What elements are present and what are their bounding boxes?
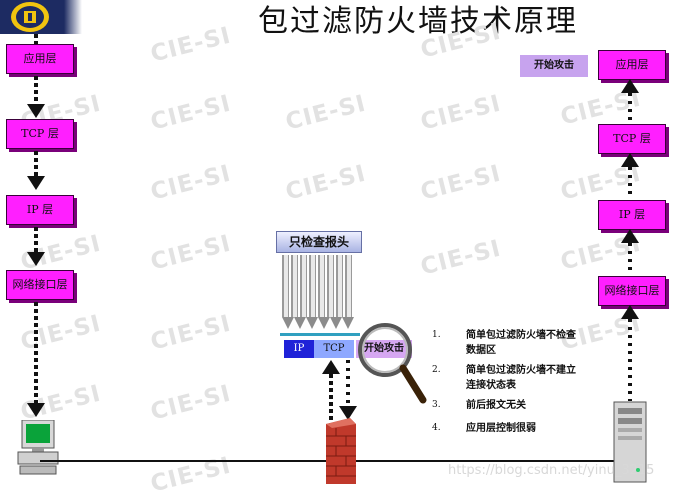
right-layer-tcp: TCP 层 — [598, 124, 666, 154]
watermark: CIE-SI — [148, 160, 234, 206]
note-number: 1. — [432, 330, 441, 340]
watermark: CIE-SI — [418, 90, 504, 136]
note-item: 简单包过滤防火墙不检查 数据区 — [466, 328, 616, 358]
arrow-down-icon — [27, 403, 45, 417]
packet-tcp-field: TCP — [314, 340, 354, 358]
packet-ip-field: IP — [284, 340, 314, 358]
left-layer-ip: IP 层 — [6, 195, 74, 225]
magnifier-icon — [355, 322, 427, 408]
watermark: CIE-SI — [148, 230, 234, 276]
watermark: CIE-SI — [283, 90, 369, 136]
note-line: 应用层控制很弱 — [466, 423, 536, 434]
arrow-up-icon — [621, 305, 639, 319]
note-line: 简单包过滤防火墙不建立 — [466, 365, 576, 376]
right-layer-ip: IP 层 — [598, 200, 666, 230]
connector-line — [34, 76, 38, 106]
arrow-up-icon — [621, 153, 639, 167]
connector-line — [346, 360, 350, 408]
logo-strip — [64, 0, 82, 34]
connector-line — [628, 167, 632, 199]
server-icon — [612, 400, 648, 488]
note-item: 简单包过滤防火墙不建立 连接状态表 — [466, 363, 616, 393]
connector-line — [628, 93, 632, 123]
note-line: 数据区 — [466, 345, 496, 356]
arrow-up-icon — [621, 79, 639, 93]
cie-logo — [0, 0, 64, 34]
arrow-up-icon — [322, 360, 340, 374]
filter-arrow-row — [282, 316, 356, 330]
right-layer-application: 应用层 — [598, 50, 666, 80]
connector-line — [628, 319, 632, 401]
logo-emblem-icon — [11, 2, 49, 32]
watermark: CIE-SI — [148, 90, 234, 136]
page-title: 包过滤防火墙技术原理 — [258, 4, 578, 39]
note-number: 4. — [432, 423, 441, 433]
connector-line — [34, 302, 38, 404]
packet-attack-field: 开始攻击 — [356, 340, 412, 358]
watermark: CIE-SI — [418, 160, 504, 206]
watermark: CIE-SI — [148, 22, 234, 68]
left-layer-network-interface: 网络接口层 — [6, 270, 74, 300]
arrow-up-icon — [621, 229, 639, 243]
computer-icon — [16, 419, 60, 486]
watermark: CIE-SI — [418, 235, 504, 281]
connector-line — [34, 34, 38, 44]
connector-line — [329, 374, 333, 426]
source-url-watermark: https://blog.csdn.net/yinu_3215 — [448, 463, 655, 478]
packet-top-line — [280, 333, 360, 336]
watermark: CIE-SI — [18, 310, 104, 356]
note-line: 简单包过滤防火墙不检查 — [466, 330, 576, 341]
note-line: 前后报文无关 — [466, 400, 526, 411]
right-layer-network-interface: 网络接口层 — [598, 276, 666, 306]
note-number: 2. — [432, 365, 441, 375]
connector-line — [34, 227, 38, 253]
watermark: CIE-SI — [283, 160, 369, 206]
connector-line — [34, 151, 38, 177]
left-layer-application: 应用层 — [6, 44, 74, 74]
firewall-icon — [326, 418, 356, 488]
filter-comb — [282, 255, 354, 317]
left-layer-tcp: TCP 层 — [6, 119, 74, 149]
attack-start-tag: 开始攻击 — [520, 55, 588, 77]
watermark: CIE-SI — [148, 380, 234, 426]
watermark: CIE-SI — [148, 310, 234, 356]
arrow-down-icon — [27, 252, 45, 266]
connector-line — [628, 243, 632, 275]
header-check-label: 只检查报头 — [276, 231, 362, 253]
note-number: 3. — [432, 400, 441, 410]
arrow-down-icon — [339, 406, 357, 420]
arrow-down-icon — [27, 176, 45, 190]
arrow-down-icon — [27, 104, 45, 118]
note-line: 连接状态表 — [466, 380, 516, 391]
